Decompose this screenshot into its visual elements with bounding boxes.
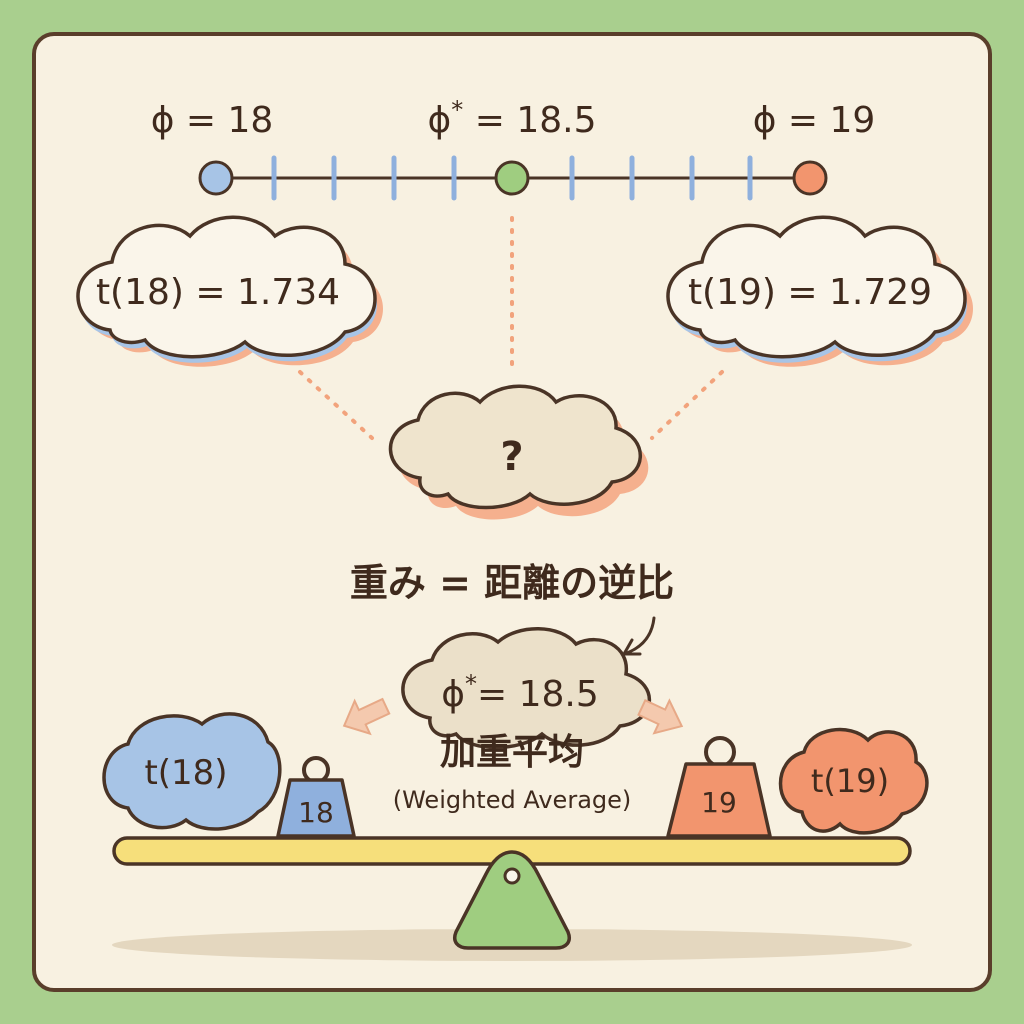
connector-left: [298, 370, 374, 440]
cloud-t19: t(19): [778, 727, 929, 835]
weight-body: [276, 778, 356, 838]
t18-label: t(18): [144, 753, 227, 793]
weight-19: 19: [666, 736, 772, 838]
connector-right: [650, 370, 724, 440]
fulcrum-pivot: [503, 867, 521, 885]
unknown-mark: ?: [500, 434, 523, 480]
weight-19-label: 19: [701, 786, 737, 819]
weighted-average-jp: 加重平均: [440, 732, 584, 773]
weight-body: [666, 762, 772, 838]
cloud-weighted-center: ϕ*= 18.5: [401, 627, 652, 750]
cloud-body: [102, 712, 282, 831]
cloud-body: [401, 627, 652, 750]
cloud-unknown: ?: [388, 384, 649, 520]
label-phi-18: ϕ = 18: [151, 100, 274, 141]
t19-value-text: t(19) = 1.729: [688, 272, 932, 313]
fulcrum: [453, 850, 571, 950]
dotted-connectors: [298, 216, 724, 440]
point-18: [198, 160, 234, 196]
label-phi-star: ϕ* = 18.5: [428, 96, 597, 141]
t18-value-text: t(18) = 1.734: [96, 272, 340, 313]
point-18-5: [494, 160, 530, 196]
center-phi-value: ϕ*= 18.5: [441, 670, 599, 715]
cloud-body: [388, 384, 642, 510]
cloud-t18: t(18): [102, 712, 282, 831]
cloud-body: [666, 215, 967, 359]
cloud-t19-value: t(19) = 1.729: [666, 215, 973, 367]
point-19: [792, 160, 828, 196]
cloud-t18-value: t(18) = 1.734: [76, 215, 384, 367]
weight-handle: [704, 736, 736, 768]
weight-18-label: 18: [298, 796, 334, 829]
t19-label: t(19): [811, 762, 889, 800]
weight-18: 18: [276, 756, 356, 838]
curved-arrow-icon: [622, 616, 656, 656]
tick-marks: [271, 155, 753, 201]
cloud-body: [778, 727, 929, 835]
balance-scale: t(18) 18 19 t(19): [102, 712, 929, 961]
weight-rule-text: 重み = 距離の逆比: [350, 561, 674, 605]
label-phi-19: ϕ = 19: [753, 100, 876, 141]
arrow-right-icon: [637, 698, 684, 735]
arrow-left-icon: [342, 697, 391, 736]
weighted-average-en: (Weighted Average): [393, 786, 632, 814]
cloud-body: [76, 215, 377, 359]
number-line: ϕ = 18 ϕ* = 18.5 ϕ = 19: [151, 96, 876, 201]
